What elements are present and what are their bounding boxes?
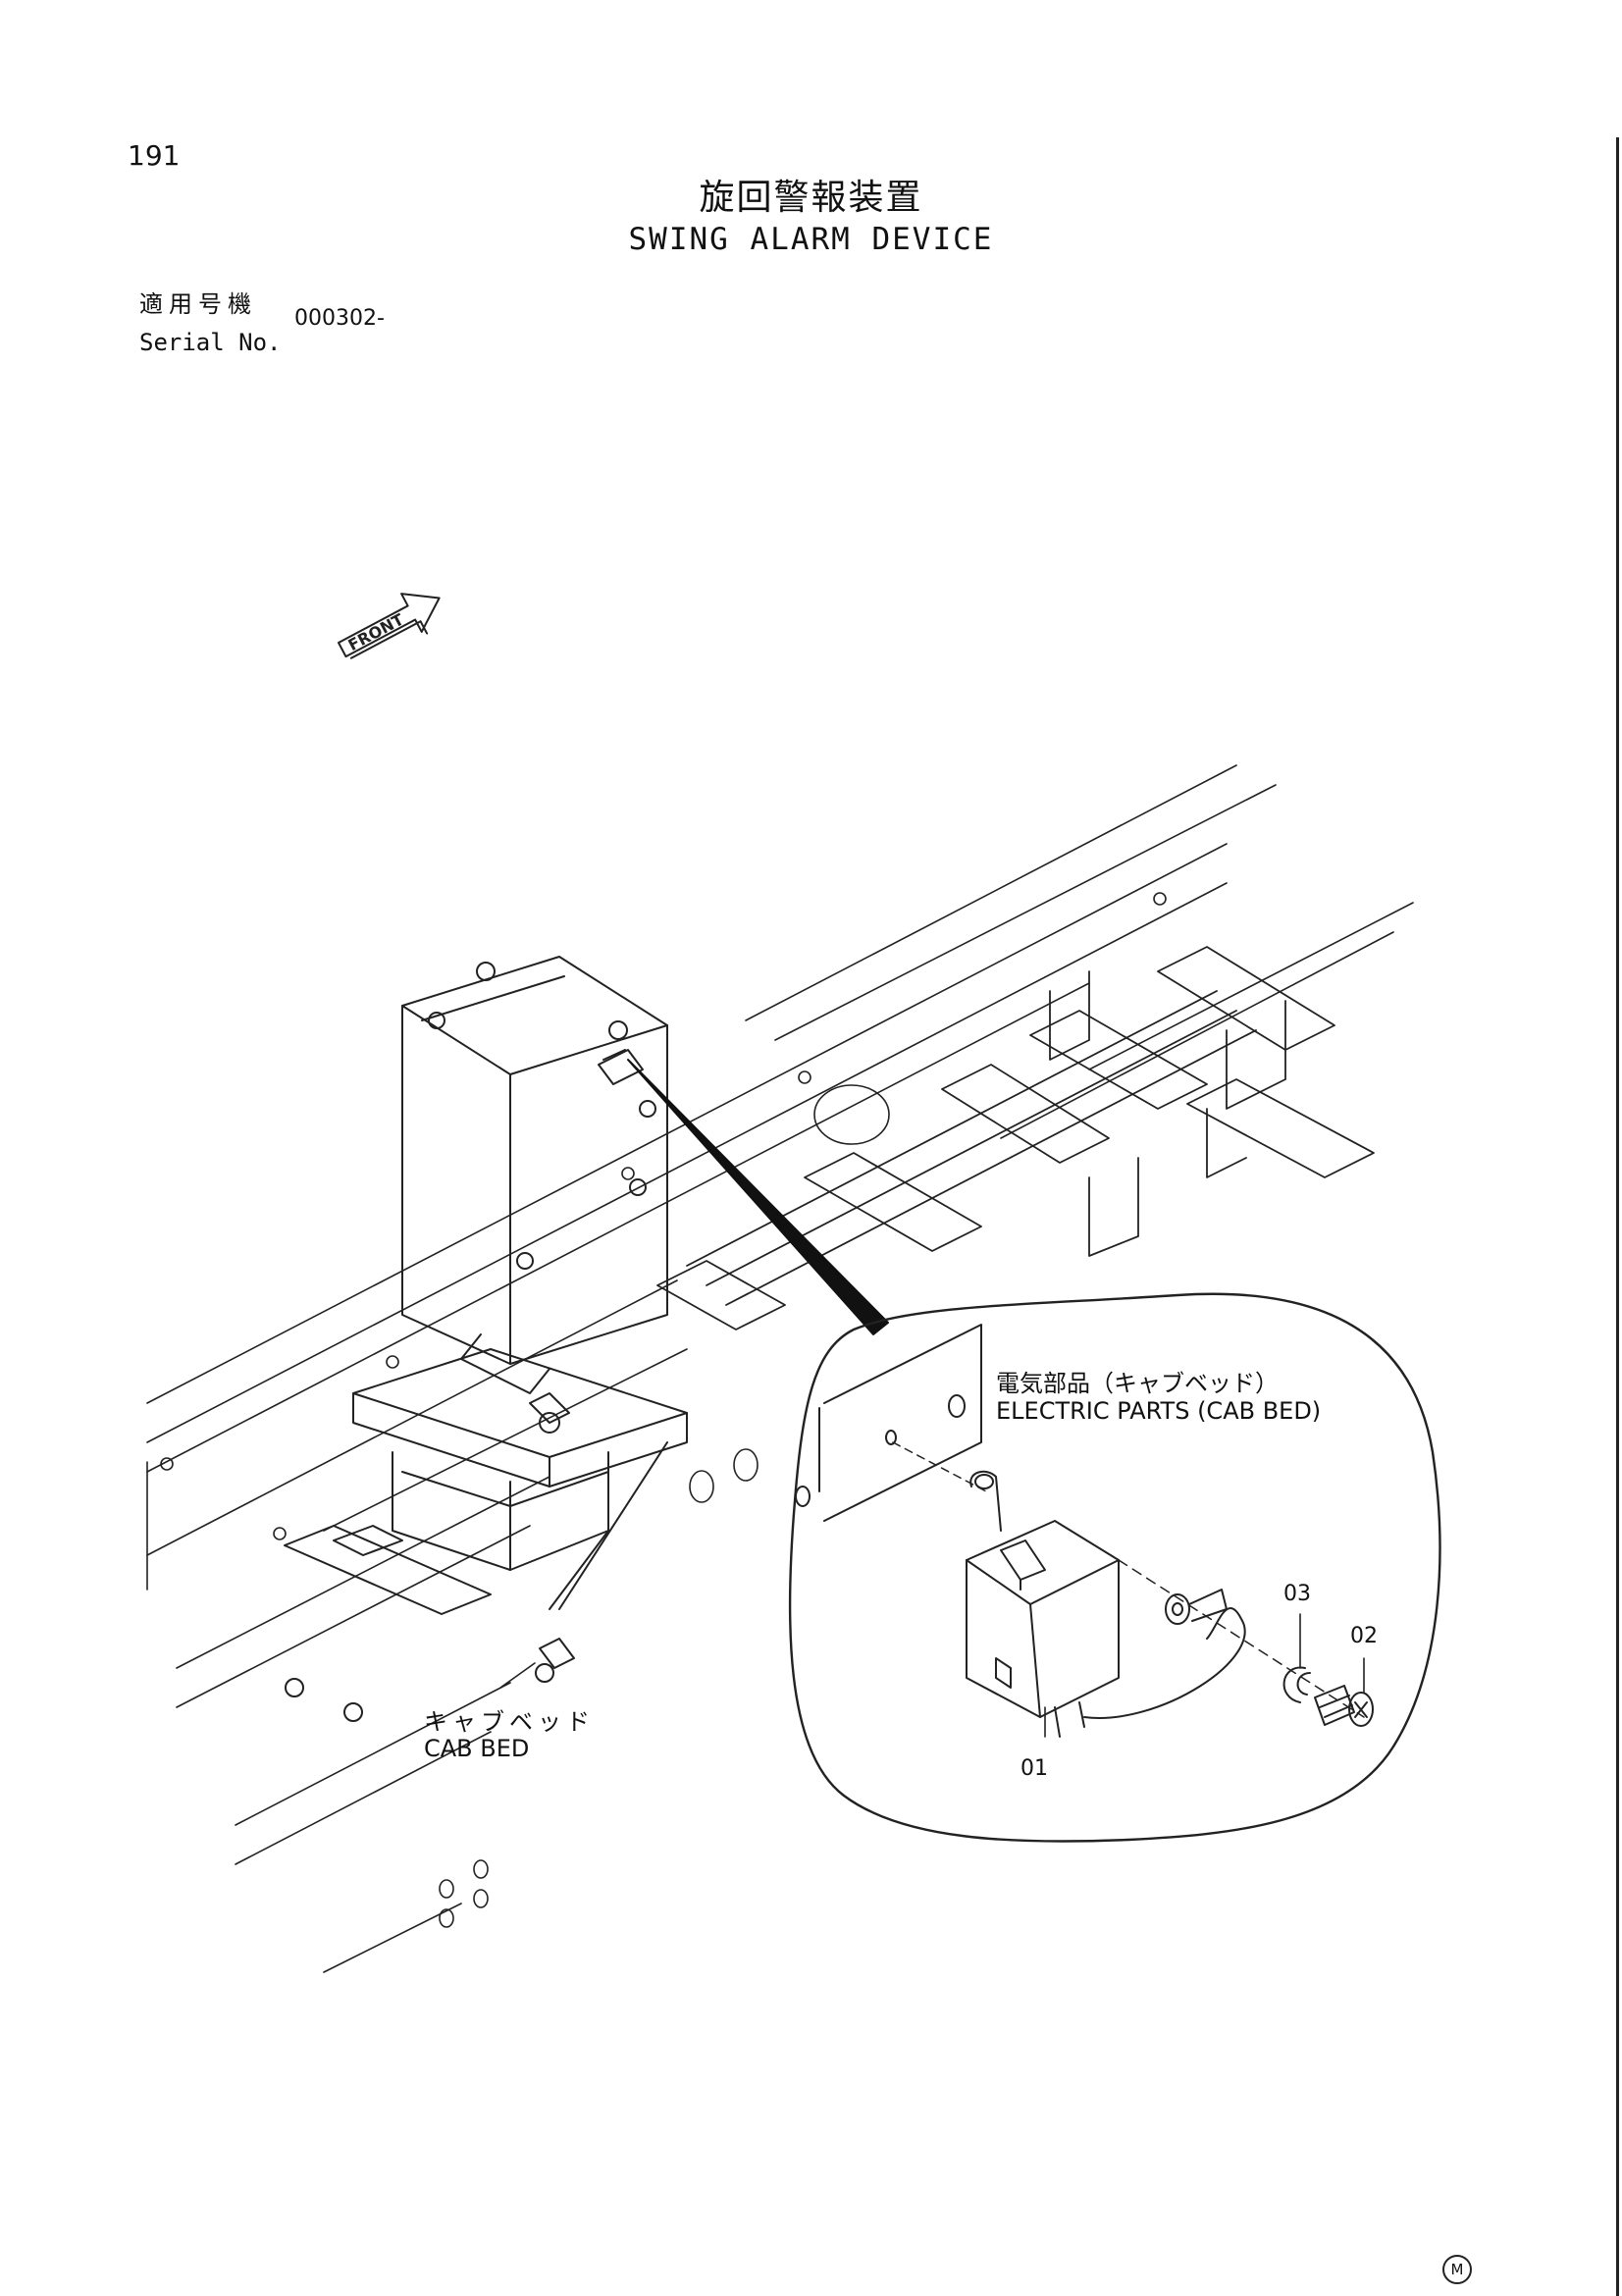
part-number-01: 01 [1020, 1756, 1048, 1781]
detail-bubble [788, 1292, 1441, 1843]
alarm-housing-box [284, 956, 688, 1722]
detail-leader-line [627, 1059, 889, 1335]
part-03-lock-washer [1282, 1666, 1311, 1703]
page-number: 191 [128, 139, 181, 172]
part-leaders [1044, 1613, 1365, 1738]
cab-bed-leader [499, 1662, 536, 1689]
frame-holes [160, 892, 1167, 1928]
m-mark-icon: M [1442, 2255, 1472, 2284]
part-number-03: 03 [1283, 1582, 1311, 1606]
assembly-axis [1118, 1559, 1365, 1718]
cab-bed-slats [656, 946, 1375, 1331]
serial-label-japanese: 適用号機 [139, 290, 257, 318]
cab-bed-callout-english: CAB BED [424, 1735, 530, 1762]
serial-label-english: Serial No. [139, 329, 282, 356]
mounting-plate [795, 1324, 987, 1522]
front-label: FRONT [345, 610, 407, 655]
page-title-english: SWING ALARM DEVICE [628, 222, 994, 257]
serial-number-value: 000302- [294, 306, 385, 331]
part-number-02: 02 [1350, 1624, 1378, 1648]
terminal-washer [1165, 1589, 1228, 1625]
cab-bed-callout-japanese: キャブベッド [424, 1708, 595, 1736]
part-02-screw [1314, 1685, 1374, 1727]
detail-callout-japanese: 電気部品（キャブベッド） [996, 1370, 1279, 1397]
frame-rails [146, 764, 1414, 1973]
detail-callout-english: ELECTRIC PARTS (CAB BED) [996, 1397, 1322, 1425]
front-arrow-icon: FRONT [338, 593, 441, 659]
page-title-japanese: 旋回警報装置 [699, 178, 923, 218]
page-edge-line [1616, 137, 1619, 2296]
part-01-alarm-unit [966, 1470, 1246, 1738]
